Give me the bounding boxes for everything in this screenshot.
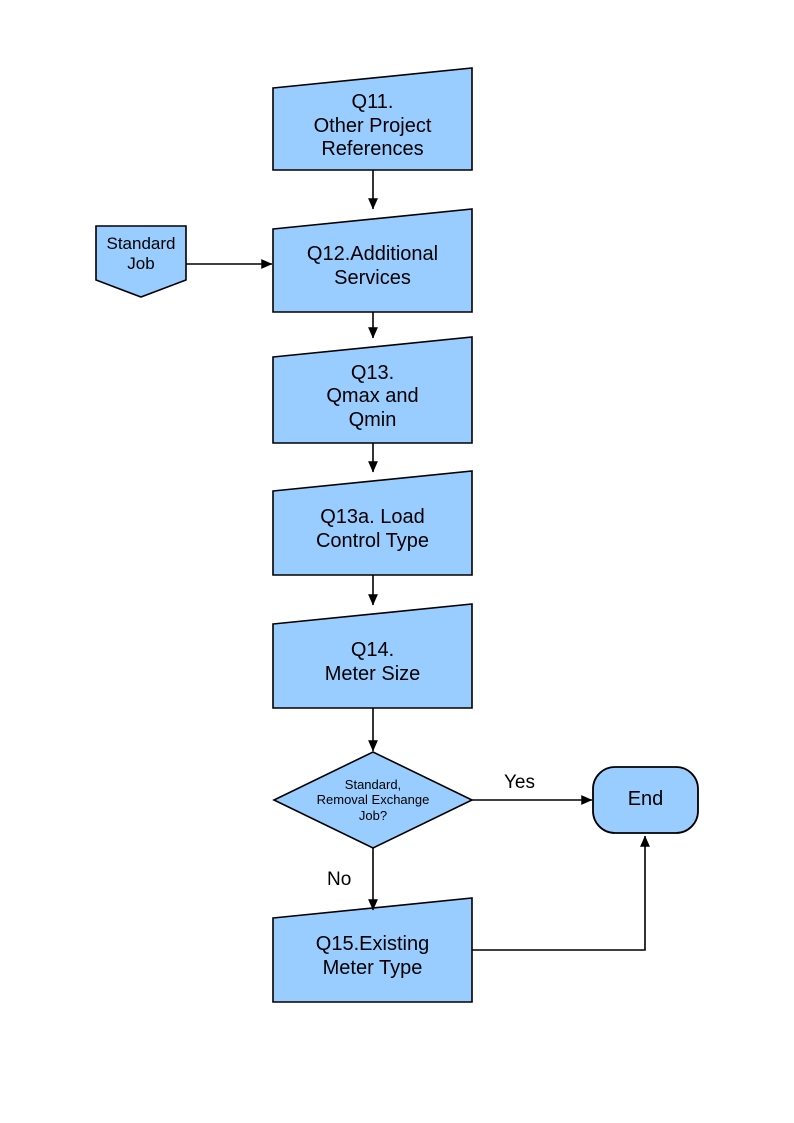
node-q14[interactable]	[272, 603, 473, 709]
node-q11[interactable]	[272, 67, 473, 171]
edge-label-yes: Yes	[504, 772, 535, 793]
node-q15[interactable]	[272, 897, 473, 1003]
node-q12[interactable]	[272, 208, 473, 313]
edge-q15-end	[472, 835, 650, 951]
edge-label-no: No	[327, 869, 352, 890]
node-q13[interactable]	[272, 336, 473, 444]
node-q13a[interactable]	[272, 470, 473, 576]
node-end[interactable]	[592, 766, 699, 834]
node-decision[interactable]	[272, 751, 474, 849]
node-standard-job[interactable]	[95, 225, 187, 298]
